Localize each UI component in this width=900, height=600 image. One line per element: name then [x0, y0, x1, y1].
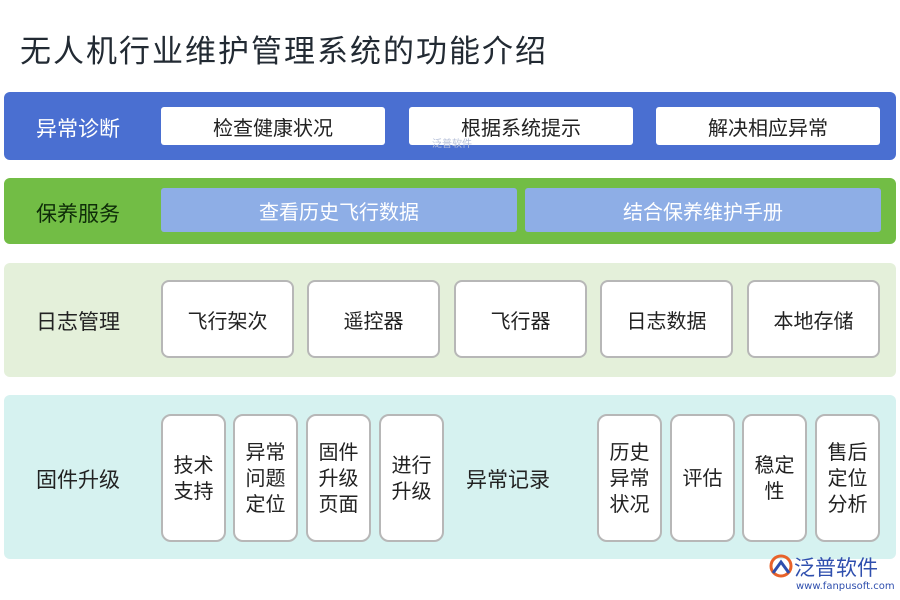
box-flight-sorties: 飞行架次 [161, 280, 294, 358]
box-perform-upgrade: 进行 升级 [379, 414, 444, 542]
logo-name: 泛普软件 [794, 556, 878, 580]
row-anomaly-diagnosis: 异常诊断 检查健康状况 根据系统提示 解决相应异常 [4, 92, 896, 160]
row-label-anomaly-diagnosis: 异常诊断 [36, 117, 120, 141]
box-aftersales-analysis: 售后 定位 分析 [815, 414, 880, 542]
box-stability: 稳定 性 [742, 414, 807, 542]
row-label-logs: 日志管理 [36, 310, 120, 334]
row-log-management: 日志管理 飞行架次 遥控器 飞行器 日志数据 本地存储 [4, 263, 896, 377]
box-remote-controller: 遥控器 [307, 280, 440, 358]
box-flight-history: 查看历史飞行数据 [161, 188, 517, 232]
box-evaluate: 评估 [670, 414, 735, 542]
row-label-maintenance: 保养服务 [36, 202, 120, 226]
box-log-data: 日志数据 [600, 280, 733, 358]
box-upgrade-page: 固件 升级 页面 [306, 414, 371, 542]
box-system-prompt: 根据系统提示 [409, 107, 633, 145]
box-tech-support: 技术 支持 [161, 414, 226, 542]
box-check-health: 检查健康状况 [161, 107, 385, 145]
row-label-records: 异常记录 [466, 468, 550, 492]
box-problem-locate: 异常 问题 定位 [233, 414, 298, 542]
box-aircraft: 飞行器 [454, 280, 587, 358]
fanpu-logo-icon [769, 554, 793, 578]
box-local-storage: 本地存储 [747, 280, 880, 358]
page-title: 无人机行业维护管理系统的功能介绍 [20, 34, 548, 70]
box-history-anomaly: 历史 异常 状况 [597, 414, 662, 542]
box-resolve-anomaly: 解决相应异常 [656, 107, 880, 145]
watermark: 泛普软件 [432, 139, 472, 150]
row-maintenance-service: 保养服务 查看历史飞行数据 结合保养维护手册 [4, 178, 896, 244]
box-maintenance-manual: 结合保养维护手册 [525, 188, 881, 232]
logo-url: www.fanpusoft.com [796, 581, 895, 592]
row-firmware-upgrade: 固件升级 技术 支持 异常 问题 定位 固件 升级 页面 进行 升级 异常记录 … [4, 395, 896, 559]
row-label-firmware: 固件升级 [36, 468, 120, 492]
fanpu-logo: 泛普软件 www.fanpusoft.com [768, 551, 895, 597]
